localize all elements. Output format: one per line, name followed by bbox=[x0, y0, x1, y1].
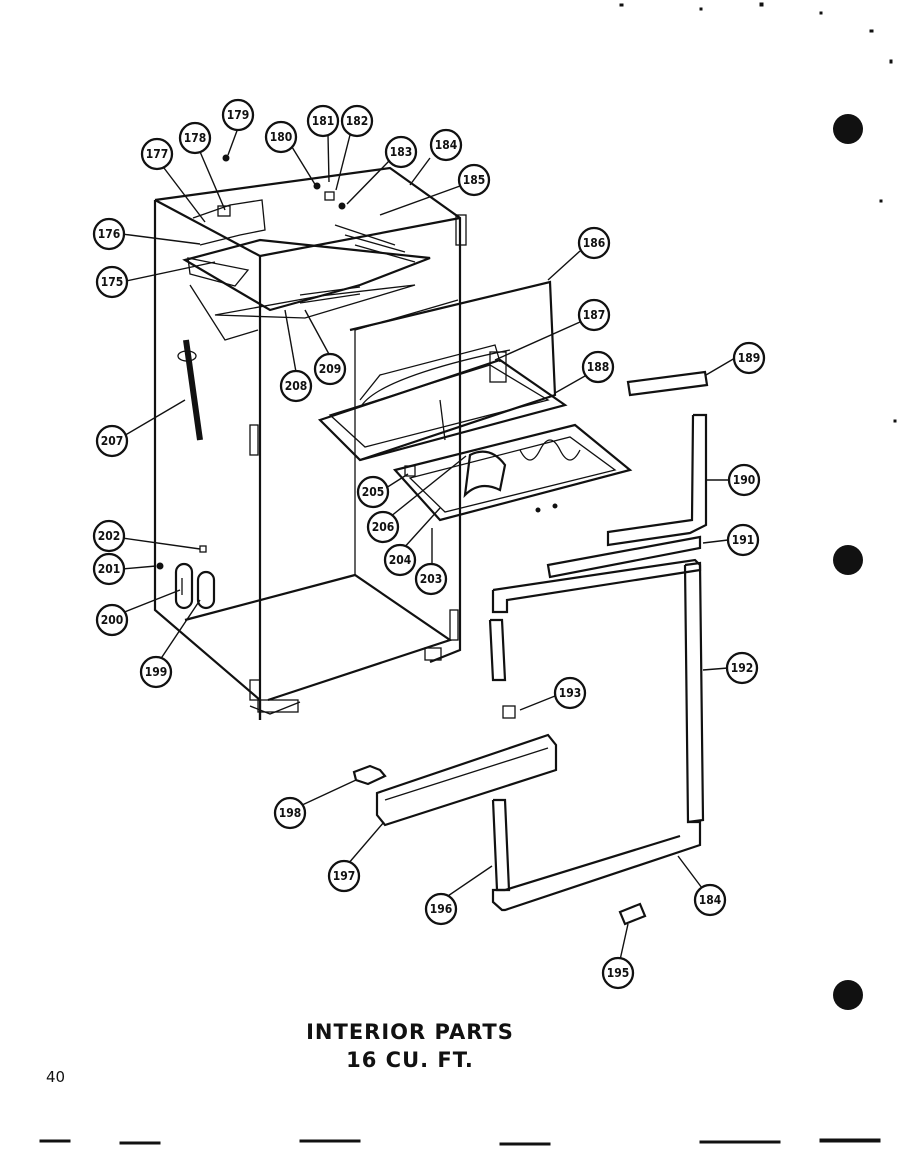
svg-text:204: 204 bbox=[389, 553, 412, 567]
svg-text:208: 208 bbox=[285, 379, 308, 393]
callout-185: 185 bbox=[457, 163, 491, 197]
callout-193: 193 bbox=[553, 676, 587, 710]
svg-text:187: 187 bbox=[583, 308, 606, 322]
callout-197: 197 bbox=[327, 859, 361, 893]
callout-184-bottom: 184 bbox=[693, 883, 727, 917]
svg-text:177: 177 bbox=[146, 147, 169, 161]
svg-text:184: 184 bbox=[435, 138, 458, 152]
top-duct-assembly bbox=[182, 154, 431, 341]
callout-187: 187 bbox=[577, 298, 611, 332]
door-trim-parts bbox=[488, 370, 709, 926]
svg-text:175: 175 bbox=[101, 275, 124, 289]
binder-hole bbox=[833, 980, 863, 1010]
callout-206: 206 bbox=[366, 510, 400, 544]
svg-text:192: 192 bbox=[731, 661, 754, 675]
callout-201: 201 bbox=[92, 552, 126, 586]
svg-text:185: 185 bbox=[463, 173, 486, 187]
diagram-caption: INTERIOR PARTS 16 CU. FT. bbox=[250, 1018, 570, 1074]
callout-181: 181 bbox=[306, 104, 340, 138]
binder-hole bbox=[833, 114, 863, 144]
callout-198: 198 bbox=[273, 796, 307, 830]
svg-text:200: 200 bbox=[101, 613, 124, 627]
crisper-panel-assembly bbox=[317, 280, 568, 462]
callout-177: 177 bbox=[140, 137, 174, 171]
callout-189: 189 bbox=[732, 341, 766, 375]
door-shelf-rail bbox=[352, 733, 558, 827]
callout-196: 196 bbox=[424, 892, 458, 926]
svg-text:193: 193 bbox=[559, 686, 582, 700]
callout-190: 190 bbox=[727, 463, 761, 497]
callout-183: 183 bbox=[384, 135, 418, 169]
svg-text:179: 179 bbox=[227, 108, 250, 122]
svg-text:205: 205 bbox=[362, 485, 385, 499]
callout-205: 205 bbox=[356, 475, 390, 509]
small-brackets bbox=[156, 545, 216, 610]
svg-text:180: 180 bbox=[270, 130, 293, 144]
callout-204: 204 bbox=[383, 543, 417, 577]
svg-text:206: 206 bbox=[372, 520, 395, 534]
binder-hole bbox=[833, 545, 863, 575]
svg-text:196: 196 bbox=[430, 902, 453, 916]
callout-188: 188 bbox=[581, 350, 615, 384]
callout-199: 199 bbox=[139, 655, 173, 689]
svg-text:209: 209 bbox=[319, 362, 342, 376]
callout-175: 175 bbox=[95, 265, 129, 299]
svg-text:201: 201 bbox=[98, 562, 121, 576]
caption-subtitle: 16 CU. FT. bbox=[346, 1048, 474, 1072]
leader-lines bbox=[121, 127, 736, 961]
scan-noise bbox=[39, 2, 897, 1146]
svg-text:195: 195 bbox=[607, 966, 630, 980]
page-number: 40 bbox=[46, 1068, 66, 1086]
svg-text:190: 190 bbox=[733, 473, 756, 487]
callout-191: 191 bbox=[726, 523, 760, 557]
svg-text:199: 199 bbox=[145, 665, 168, 679]
svg-text:186: 186 bbox=[583, 236, 606, 250]
svg-text:176: 176 bbox=[98, 227, 121, 241]
callout-202: 202 bbox=[92, 519, 126, 553]
callout-180: 180 bbox=[264, 120, 298, 154]
callout-207: 207 bbox=[95, 424, 129, 458]
svg-text:188: 188 bbox=[587, 360, 610, 374]
callout-186: 186 bbox=[577, 226, 611, 260]
callout-208: 208 bbox=[279, 369, 313, 403]
svg-text:197: 197 bbox=[333, 869, 356, 883]
callout-209: 209 bbox=[313, 352, 347, 386]
callout-179: 179 bbox=[221, 98, 255, 132]
callout-203: 203 bbox=[414, 562, 448, 596]
rod-part-207 bbox=[177, 339, 203, 441]
svg-text:189: 189 bbox=[738, 351, 761, 365]
svg-text:207: 207 bbox=[101, 434, 124, 448]
svg-text:184: 184 bbox=[699, 893, 722, 907]
caption-title: INTERIOR PARTS bbox=[306, 1020, 514, 1044]
callout-178: 178 bbox=[178, 121, 212, 155]
callout-176: 176 bbox=[92, 217, 126, 251]
callout-195: 195 bbox=[601, 956, 635, 990]
svg-text:202: 202 bbox=[98, 529, 121, 543]
svg-text:182: 182 bbox=[346, 114, 369, 128]
svg-text:191: 191 bbox=[732, 533, 755, 547]
callout-182: 182 bbox=[340, 104, 374, 138]
svg-text:181: 181 bbox=[312, 114, 335, 128]
svg-text:198: 198 bbox=[279, 806, 302, 820]
callout-192: 192 bbox=[725, 651, 759, 685]
callout-200: 200 bbox=[95, 603, 129, 637]
crisper-cover-assembly bbox=[392, 423, 633, 522]
svg-text:203: 203 bbox=[420, 572, 443, 586]
svg-text:178: 178 bbox=[184, 131, 207, 145]
callout-184-top: 184 bbox=[429, 128, 463, 162]
svg-text:183: 183 bbox=[390, 145, 413, 159]
